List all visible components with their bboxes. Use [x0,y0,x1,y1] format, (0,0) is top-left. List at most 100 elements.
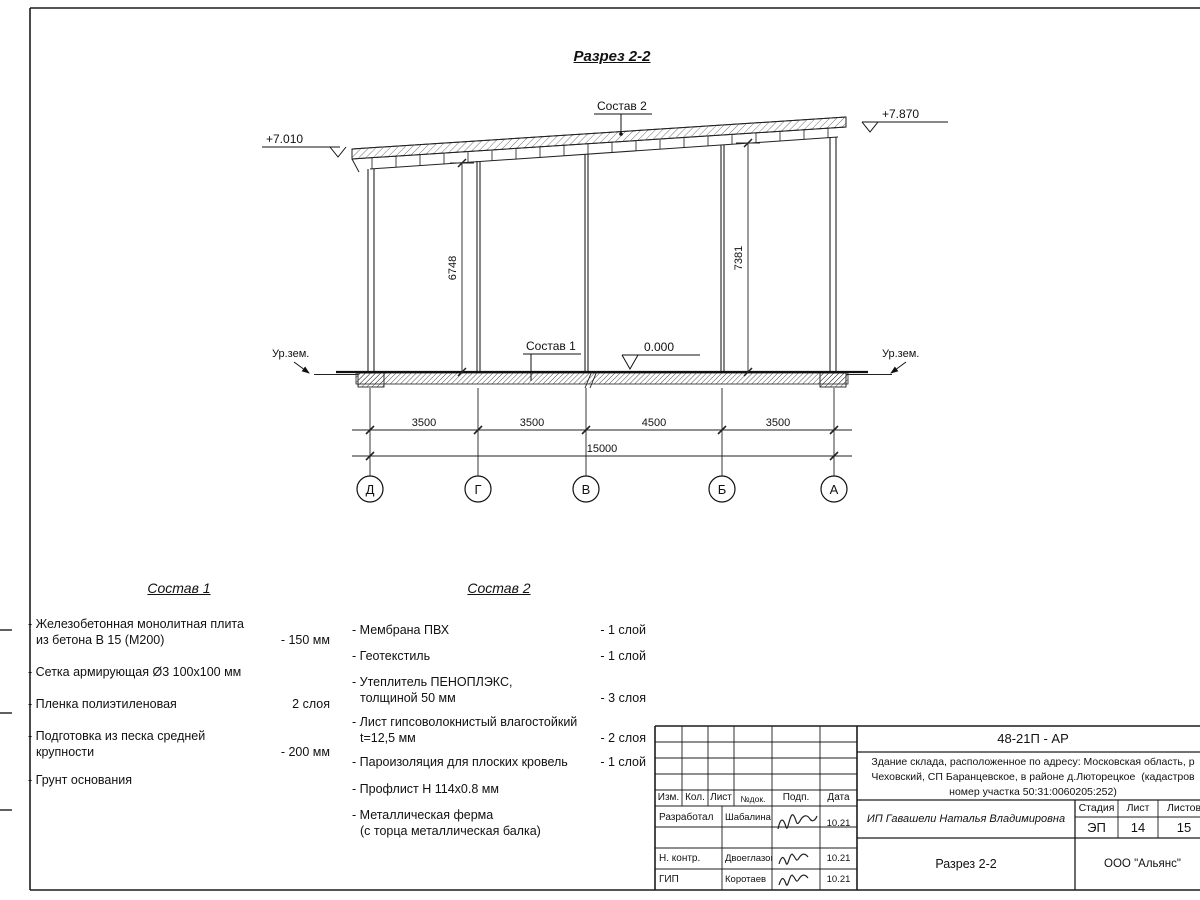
row-date: 10.21 [826,853,851,864]
company-name: ООО "Альянс" [1104,858,1181,870]
grid-axis-label: А [830,482,839,497]
ground-level-label-right: Ур.зем. [882,348,919,360]
comp2-item: - Лист гипсоволокнистый влагостойкий t=1… [352,714,646,746]
grid-axis-label: Г [474,482,481,497]
signature-nkontr [778,853,809,865]
roof [351,116,847,173]
break-mark [584,370,598,389]
comp1-item-value: - 200 мм [280,745,330,759]
stage-label: Стадия [1078,802,1115,814]
dim-total: 15000 [587,443,618,455]
signature-gip [778,874,809,886]
ground-arrow-right [890,361,907,374]
comp2-item: - Профлист Н 114х0.8 мм [352,781,646,797]
col-header-ndok: №док. [740,794,766,804]
composition-1-heading: Состав 1 [147,580,211,596]
floor-slab [314,370,892,389]
dim-span-2: 3500 [520,417,544,429]
comp2-item: - Пароизоляция для плоских кровель - 1 с… [352,754,646,770]
row-name: Шабалина [725,812,771,823]
sheets-total: 15 [1176,820,1192,835]
ground-level-label-left: Ур.зем. [272,348,309,360]
elevation-right-value: +7.870 [882,107,919,121]
stage-value: ЭП [1087,820,1106,835]
comp1-item: - Грунт основания [28,772,330,788]
comp1-item: - Пленка полиэтиленовая 2 слоя [28,696,330,712]
sheet-title: Разрез 2-2 [573,48,651,65]
comp1-item: - Подготовка из песка средней крупности … [28,728,330,760]
comp1-item-value: - 150 мм [280,633,330,647]
row-date: 10.21 [826,818,851,829]
row-name: Двоеглазов [725,853,772,864]
comp2-item-value: - 3 слоя [600,691,646,705]
composition-2-heading: Состав 2 [467,580,531,596]
comp2-item: - Геотекстиль - 1 слой [352,648,646,664]
dim-span-1: 3500 [412,417,436,429]
floor-callout-leader [523,353,581,381]
binding-marks [0,629,12,811]
row-role: ГИП [659,874,679,885]
sheet-number: 14 [1130,820,1146,835]
elevation-marks [262,121,948,371]
comp2-item-value: - 2 слоя [600,731,646,745]
sheet-label: Лист [1126,802,1150,814]
row-date: 10.21 [826,874,851,885]
grid-axis-label: Д [366,482,375,497]
comp2-item: - Утеплитель ПЕНОПЛЭКС, толщиной 50 мм -… [352,674,646,706]
row-role: Разработал [659,812,714,823]
client-name: ИП Гавашели Наталья Владимировна [866,813,1066,825]
grid-axis-label: Б [718,482,727,497]
elevation-zero-value: 0.000 [644,340,674,354]
truss-bottom-chord [369,136,839,170]
comp1-item: - Железобетонная монолитная плита из бет… [28,616,330,648]
comp2-item-value: - 1 слой [600,755,646,769]
doc-code: 48-21П - АР [997,731,1069,746]
sheets-label: Листов [1166,802,1200,814]
col-header-data: Дата [827,792,850,803]
comp1-item: - Сетка армирующая Ø3 100х100 мм [28,664,330,680]
composition-2-list: Состав 2 - Мембрана ПВХ - 1 слой - Геоте… [352,580,646,839]
title-block-grid [654,725,1200,890]
comp2-item-value: - 1 слой [600,623,646,637]
comp2-item-text: - Пароизоляция для плоских кровель [352,755,568,769]
sheet-frame [29,7,1200,891]
col-header-podp: Подп. [782,792,810,803]
walls-columns [367,137,837,372]
project-description: Здание склада, расположенное по адресу: … [871,756,1195,798]
comp1-item-text: - Сетка армирующая Ø3 100х100 мм [28,665,242,679]
comp2-item-text: - Геотекстиль [352,649,431,663]
ground-arrow-left [293,361,310,374]
col-header-list: Лист [710,792,732,803]
vertical-dimensions [450,138,760,377]
col-header-izm: Изм. [657,792,680,803]
floor-composition-callout: Состав 1 [526,339,576,353]
signature-razrabotal [777,814,818,830]
grid-axis-label: В [582,482,591,497]
col-header-kol: Кол. [685,792,705,803]
dim-height-left: 6748 [447,256,459,280]
dim-span-4: 3500 [766,417,790,429]
dimension-chains [352,388,852,476]
comp1-item-text: - Пленка полиэтиленовая [28,697,177,711]
comp1-item-text: - Железобетонная монолитная плита из бет… [28,617,244,647]
row-name: Коротаев [725,874,767,885]
row-role: Н. контр. [659,853,701,864]
elevation-left-value: +7.010 [266,132,303,146]
drawing-name: Разрез 2-2 [935,857,997,871]
roof-callout-leader [594,113,652,136]
dim-span-3: 4500 [642,417,666,429]
comp1-item-value: 2 слоя [292,697,330,711]
composition-1-list: Состав 1 - Железобетонная монолитная пли… [28,580,330,788]
comp1-item-text: - Грунт основания [28,773,133,787]
signatures [777,814,818,886]
comp2-item-text: - Металлическая ферма (с торца металличе… [352,808,541,838]
comp2-item-text: - Утеплитель ПЕНОПЛЭКС, толщиной 50 мм [352,675,513,705]
dim-height-right: 7381 [733,246,745,270]
roof-composition-callout: Состав 2 [597,99,647,113]
comp2-item-value: - 1 слой [600,649,646,663]
grid-bubbles [356,475,848,503]
comp2-item: - Металлическая ферма (с торца металличе… [352,807,646,839]
comp1-item-text: - Подготовка из песка средней крупности [28,729,206,759]
comp2-item-text: - Профлист Н 114х0.8 мм [352,782,499,796]
